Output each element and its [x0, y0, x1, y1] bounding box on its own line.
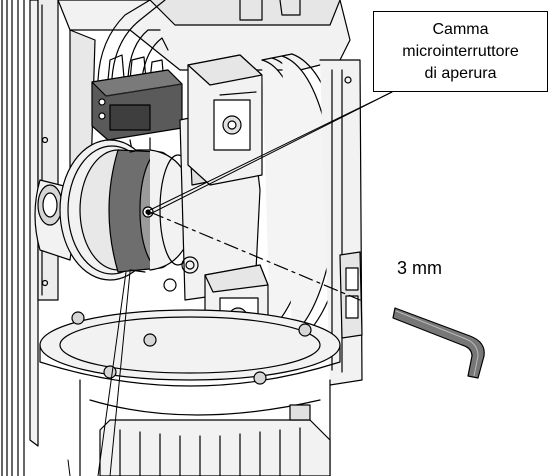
leader-lines	[67, 91, 393, 476]
base-flange	[39, 309, 341, 387]
upper-clamp-block	[187, 54, 263, 186]
motor-housing	[79, 379, 331, 476]
left-frame-rails	[1, 0, 25, 476]
allen-key-size-label: 3 mm	[397, 258, 442, 278]
allen-key-icon	[392, 307, 485, 379]
callout-line-3: di aperura	[424, 64, 497, 82]
cam-callout-label: Camma microinterruttore di aperura	[373, 11, 548, 92]
callout-line-2: microinterruttore	[402, 42, 519, 60]
tool-axis-line	[149, 211, 361, 301]
callout-line-1: Camma	[432, 20, 489, 38]
microswitch	[91, 69, 183, 151]
right-frame	[319, 59, 363, 386]
cam-disc-stack	[59, 139, 197, 281]
